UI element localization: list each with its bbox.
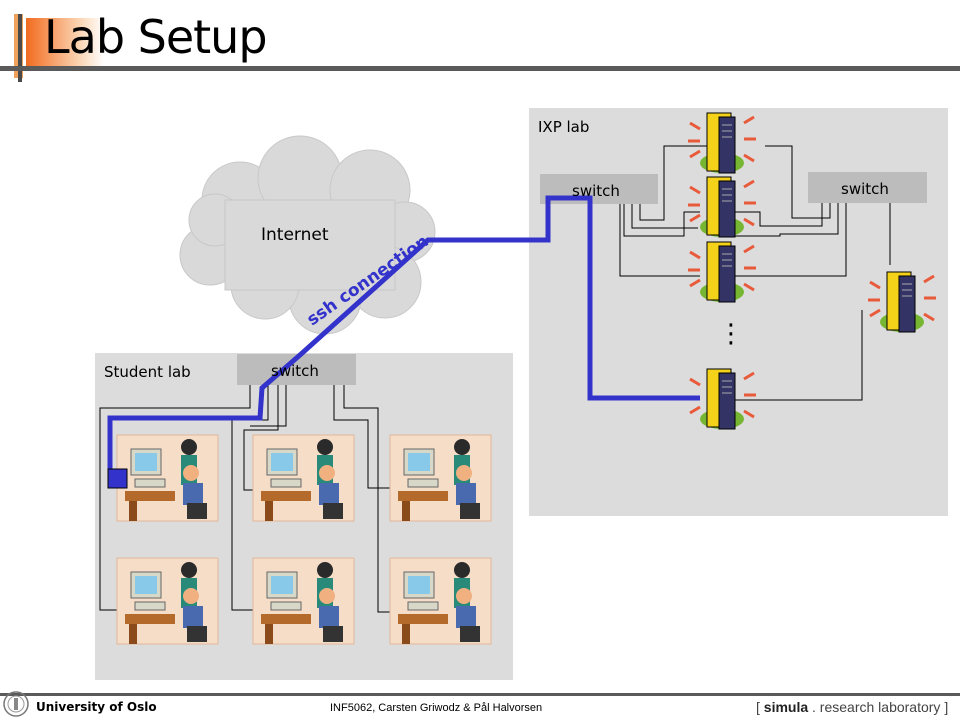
student-switch-label: switch (271, 362, 319, 380)
title-rule (0, 66, 960, 71)
workstation-4 (116, 557, 219, 645)
ixp-switch-left-label: switch (572, 182, 620, 200)
internet-label: Internet (261, 225, 329, 245)
ssh-endpoint (107, 468, 128, 489)
simula-rest: . research laboratory ] (808, 699, 949, 715)
title-accent-line (18, 14, 22, 82)
title-accent-gradient (26, 18, 104, 70)
ssh-connection-path (107, 195, 700, 480)
simula-open: [ (756, 699, 764, 715)
ixp-switch-right (808, 172, 927, 203)
ixp-lab-label: IXP lab (538, 118, 589, 136)
lab-setup-diagram: ssh connection IXP lab Student lab Inter… (95, 108, 948, 680)
workstation-5 (252, 557, 355, 645)
workstation-1 (116, 434, 219, 522)
footer-rule (0, 693, 960, 696)
workstation-2 (252, 434, 355, 522)
workstation-3 (389, 434, 492, 522)
footer-simula-logo: [ simula . research laboratory ] (756, 699, 948, 715)
simula-brand: simula (763, 699, 809, 715)
workstation-6 (389, 557, 492, 645)
page-title: Lab Setup (44, 10, 268, 64)
footer-university: University of Oslo (36, 700, 157, 714)
student-lab-label: Student lab (104, 363, 191, 381)
student-wiring (99, 384, 392, 613)
ixp-wiring (619, 145, 891, 401)
ixp-switch-right-label: switch (841, 180, 889, 198)
footer-credits: INF5062, Carsten Griwodz & Pål Halvorsen (330, 702, 543, 714)
servers-ellipsis: ⋮ (718, 319, 744, 349)
university-seal-icon (3, 691, 29, 717)
